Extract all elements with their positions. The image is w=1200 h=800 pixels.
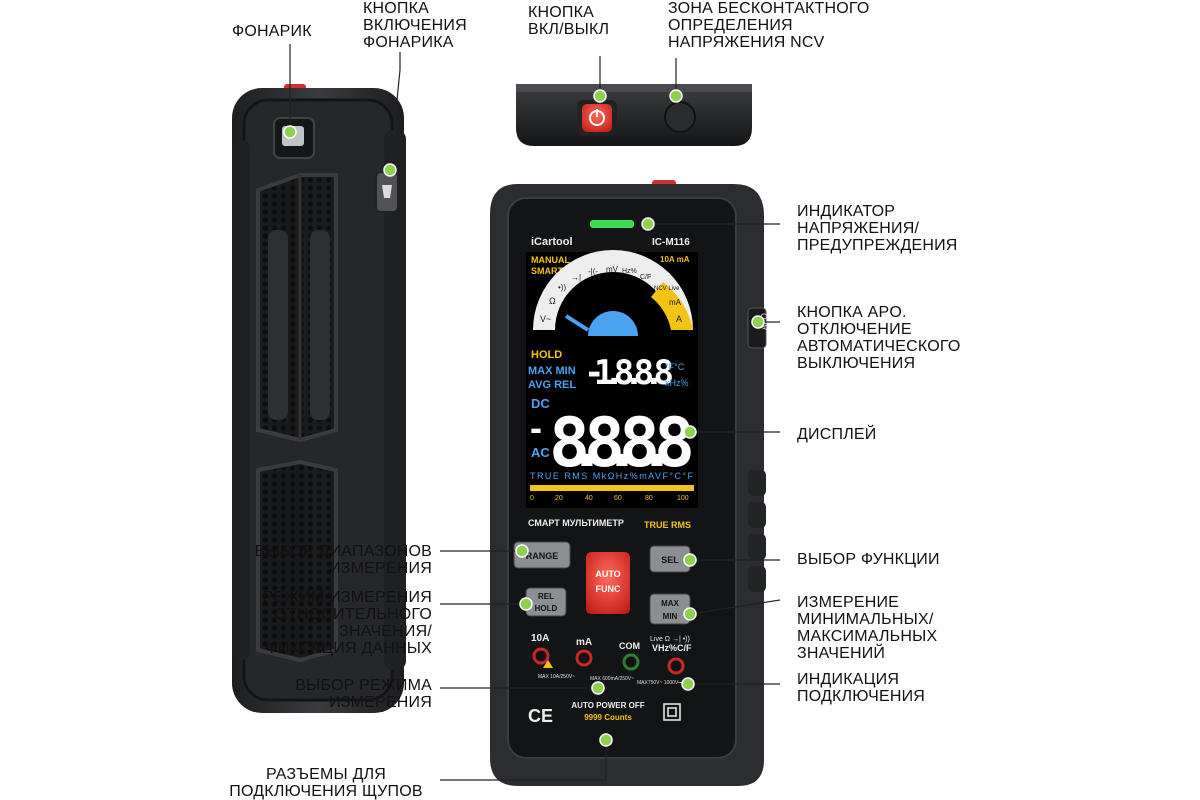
bar-scale [530, 485, 694, 491]
voltage-indicator [590, 220, 634, 228]
hold-indicator: HOLD [531, 349, 562, 361]
svg-text:TRUE RMS MkΩHz%mAVF°C°F: TRUE RMS MkΩHz%mAVF°C°F [530, 471, 694, 481]
svg-text:40: 40 [585, 495, 593, 502]
brand-text: iCartool [531, 236, 573, 248]
model-text: IC-M116 [652, 237, 690, 248]
secondary-reading: -1.8.8.8 [584, 353, 674, 393]
svg-text:MAX: MAX [661, 599, 679, 608]
svg-text:→|: →| [571, 273, 581, 282]
jack-vhz [667, 657, 685, 675]
label-flashlight-button: КНОПКА ВКЛЮЧЕНИЯ ФОНАРИКА [363, 0, 467, 51]
svg-text:20: 20 [555, 495, 563, 502]
svg-text:kHz%: kHz% [665, 378, 689, 388]
svg-text:V~: V~ [540, 314, 551, 324]
svg-text:СМАРТ МУЛЬТИМЕТР: СМАРТ МУЛЬТИМЕТР [528, 518, 624, 528]
svg-text:HOLD: HOLD [535, 604, 558, 613]
svg-text:100: 100 [677, 495, 689, 502]
label-mode-select: ВЫБОР РЕЖИМА ИЗМЕРЕНИЯ [295, 677, 432, 711]
label-flashlight: ФОНАРИК [232, 23, 312, 40]
svg-text:MAX 600mA/250V~: MAX 600mA/250V~ [590, 676, 634, 682]
svg-text:Ω: Ω [549, 296, 556, 306]
label-ncv-zone: ЗОНА БЕСКОНТАКТНОГО ОПРЕДЕЛЕНИЯ НАПРЯЖЕН… [668, 0, 870, 51]
svg-text:0: 0 [530, 495, 534, 502]
svg-text:AUTO: AUTO [595, 569, 620, 579]
top-body [516, 84, 752, 146]
leader-dots [283, 89, 765, 747]
label-display: ДИСПЛЕЙ [797, 426, 877, 443]
power-icon [582, 104, 612, 132]
jack-com [622, 653, 640, 671]
main-reading: 8.8.8.8 [549, 404, 695, 483]
front-view-device: APO iCartool IC-M116 MANUAL SMART 10A mA… [490, 180, 769, 786]
label-probe-jacks: РАЗЪЕМЫ ДЛЯ ПОДКЛЮЧЕНИЯ ЩУПОВ [229, 766, 423, 800]
svg-text:°F°C: °F°C [665, 362, 685, 372]
svg-text:Hz%: Hz% [622, 268, 637, 275]
top-view-device [516, 84, 752, 146]
svg-text:SMART: SMART [531, 266, 563, 276]
label-power-button: КНОПКА ВКЛ/ВЫКЛ [528, 4, 610, 38]
jack-10a [532, 647, 550, 665]
svg-text:A: A [676, 314, 682, 324]
svg-text:REL: REL [538, 592, 554, 601]
leader-lines [289, 44, 781, 781]
svg-text:AVG REL: AVG REL [528, 379, 576, 391]
ncv-sensor-icon [664, 101, 696, 133]
ce-mark-icon: CE [528, 706, 553, 726]
svg-text:80: 80 [645, 495, 653, 502]
svg-text:C/F: C/F [640, 274, 651, 281]
svg-text:9999 Counts: 9999 Counts [584, 713, 632, 722]
double-insulation-icon [663, 703, 681, 721]
label-max-min: ИЗМЕРЕНИЕ МИНИМАЛЬНЫХ/ МАКСИМАЛЬНЫХ ЗНАЧ… [797, 594, 938, 662]
svg-text:mV: mV [606, 265, 619, 274]
svg-text:VHz%C/F: VHz%C/F [652, 643, 692, 653]
svg-text:AUTO POWER OFF: AUTO POWER OFF [571, 701, 644, 710]
svg-text:AC: AC [531, 445, 550, 460]
side-view-device [232, 84, 406, 713]
svg-text:•)): •)) [558, 283, 566, 292]
svg-text:mA: mA [669, 298, 682, 307]
svg-text:DC: DC [531, 396, 550, 411]
svg-text:10A: 10A [531, 633, 549, 644]
warning-icon [543, 660, 553, 668]
jack-ma [575, 649, 593, 667]
label-rel-hold: РЕЖИМ ИЗМЕРЕНИЯ ОТНОСИТЕЛЬНОГО ЗНАЧЕНИЯ/… [262, 589, 432, 657]
svg-text:NCV Live: NCV Live [654, 286, 680, 292]
svg-text:SEL: SEL [661, 555, 679, 565]
svg-text:TRUE RMS: TRUE RMS [644, 520, 691, 530]
label-range-select: ВЫБОР ДИАПАЗОНОВ ИЗМЕРЕНИЯ [254, 543, 432, 577]
svg-text:COM: COM [619, 641, 640, 651]
svg-text:-: - [530, 407, 542, 448]
svg-text:RANGE: RANGE [526, 551, 559, 561]
svg-text:mA: mA [576, 637, 592, 648]
svg-text:10A mA: 10A mA [660, 255, 690, 264]
svg-text:Live Ω →| •)): Live Ω →| •)) [650, 636, 690, 643]
label-apo-button: КНОПКА APO. ОТКЛЮЧЕНИЕ АВТОМАТИЧЕСКОГО В… [797, 304, 961, 372]
svg-text:MAX 10A/250V~: MAX 10A/250V~ [538, 674, 575, 680]
svg-text:FUNC: FUNC [596, 584, 621, 594]
auto-func-button [586, 552, 630, 614]
svg-text:MAX750V~ 1000V⎓: MAX750V~ 1000V⎓ [637, 680, 682, 686]
svg-text:MIN: MIN [663, 612, 678, 621]
function-dial [533, 250, 693, 330]
svg-text:MANUAL: MANUAL [531, 255, 570, 265]
svg-text:-|(-: -|(- [588, 267, 598, 276]
label-voltage-indicator: ИНДИКАТОР НАПРЯЖЕНИЯ/ ПРЕДУПРЕЖДЕНИЯ [797, 203, 958, 254]
svg-text:MAX MIN: MAX MIN [528, 365, 576, 377]
label-function-select: ВЫБОР ФУНКЦИИ [797, 551, 940, 568]
label-connection-indication: ИНДИКАЦИЯ ПОДКЛЮЧЕНИЯ [797, 671, 926, 705]
svg-text:60: 60 [614, 495, 622, 502]
